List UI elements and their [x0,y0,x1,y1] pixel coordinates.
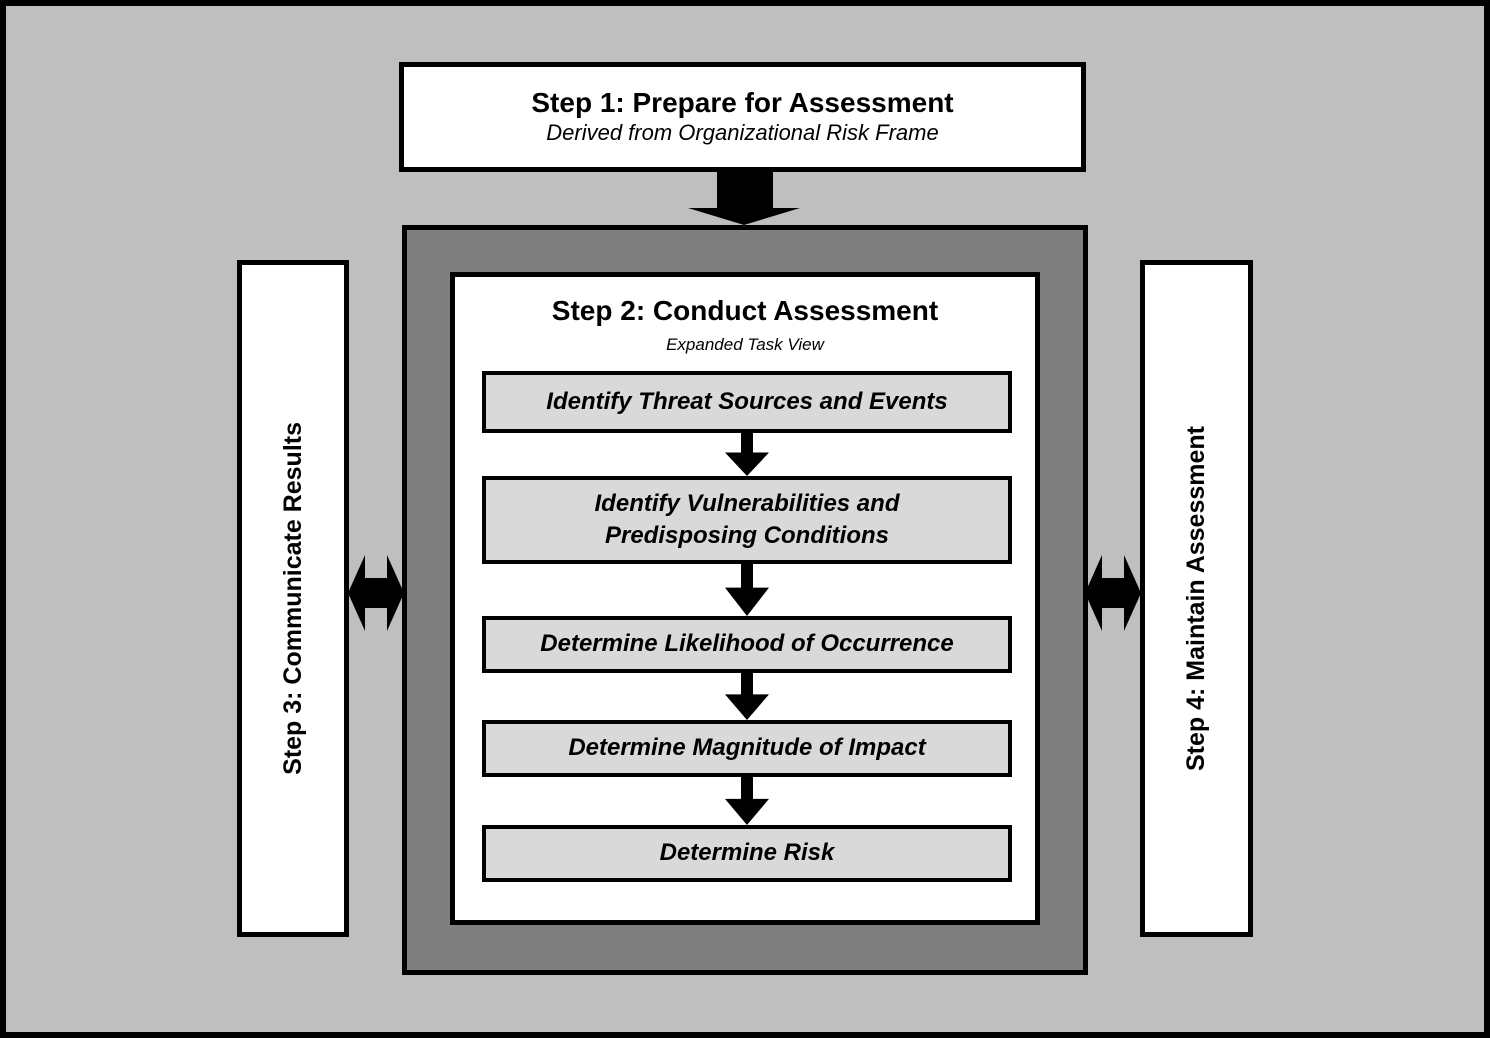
flow-arrow-icon [725,433,769,476]
flow-arrow-icon [725,673,769,720]
step2-conduct-box: Step 2: Conduct Assessment Expanded Task… [450,272,1040,925]
down-arrow-icon [688,170,800,225]
task-identify-vulnerabilities: Identify Vulnerabilities and Predisposin… [482,476,1012,564]
step1-title: Step 1: Prepare for Assessment [531,87,954,119]
task-determine-impact: Determine Magnitude of Impact [482,720,1012,777]
flow-arrow-icon [725,564,769,616]
double-arrow-right-icon [1085,555,1141,631]
task-determine-risk: Determine Risk [482,825,1012,882]
step3-communicate-box: Step 3: Communicate Results [237,260,349,937]
flow-arrow-icon [725,777,769,825]
step1-prepare-box: Step 1: Prepare for Assessment Derived f… [399,62,1086,172]
task-identify-threat-sources: Identify Threat Sources and Events [482,371,1012,433]
step4-label: Step 4: Maintain Assessment [1182,425,1210,771]
step3-label: Step 3: Communicate Results [278,422,307,775]
step1-subtitle: Derived from Organizational Risk Frame [546,120,939,146]
double-arrow-left-icon [348,555,404,631]
step2-title: Step 2: Conduct Assessment [551,295,939,326]
step2-subtitle: Expanded Task View [666,335,824,354]
task-flow: Identify Threat Sources and Events Ident… [482,371,1012,882]
step4-maintain-box: Step 4: Maintain Assessment [1140,260,1253,937]
task-determine-likelihood: Determine Likelihood of Occurrence [482,616,1012,673]
